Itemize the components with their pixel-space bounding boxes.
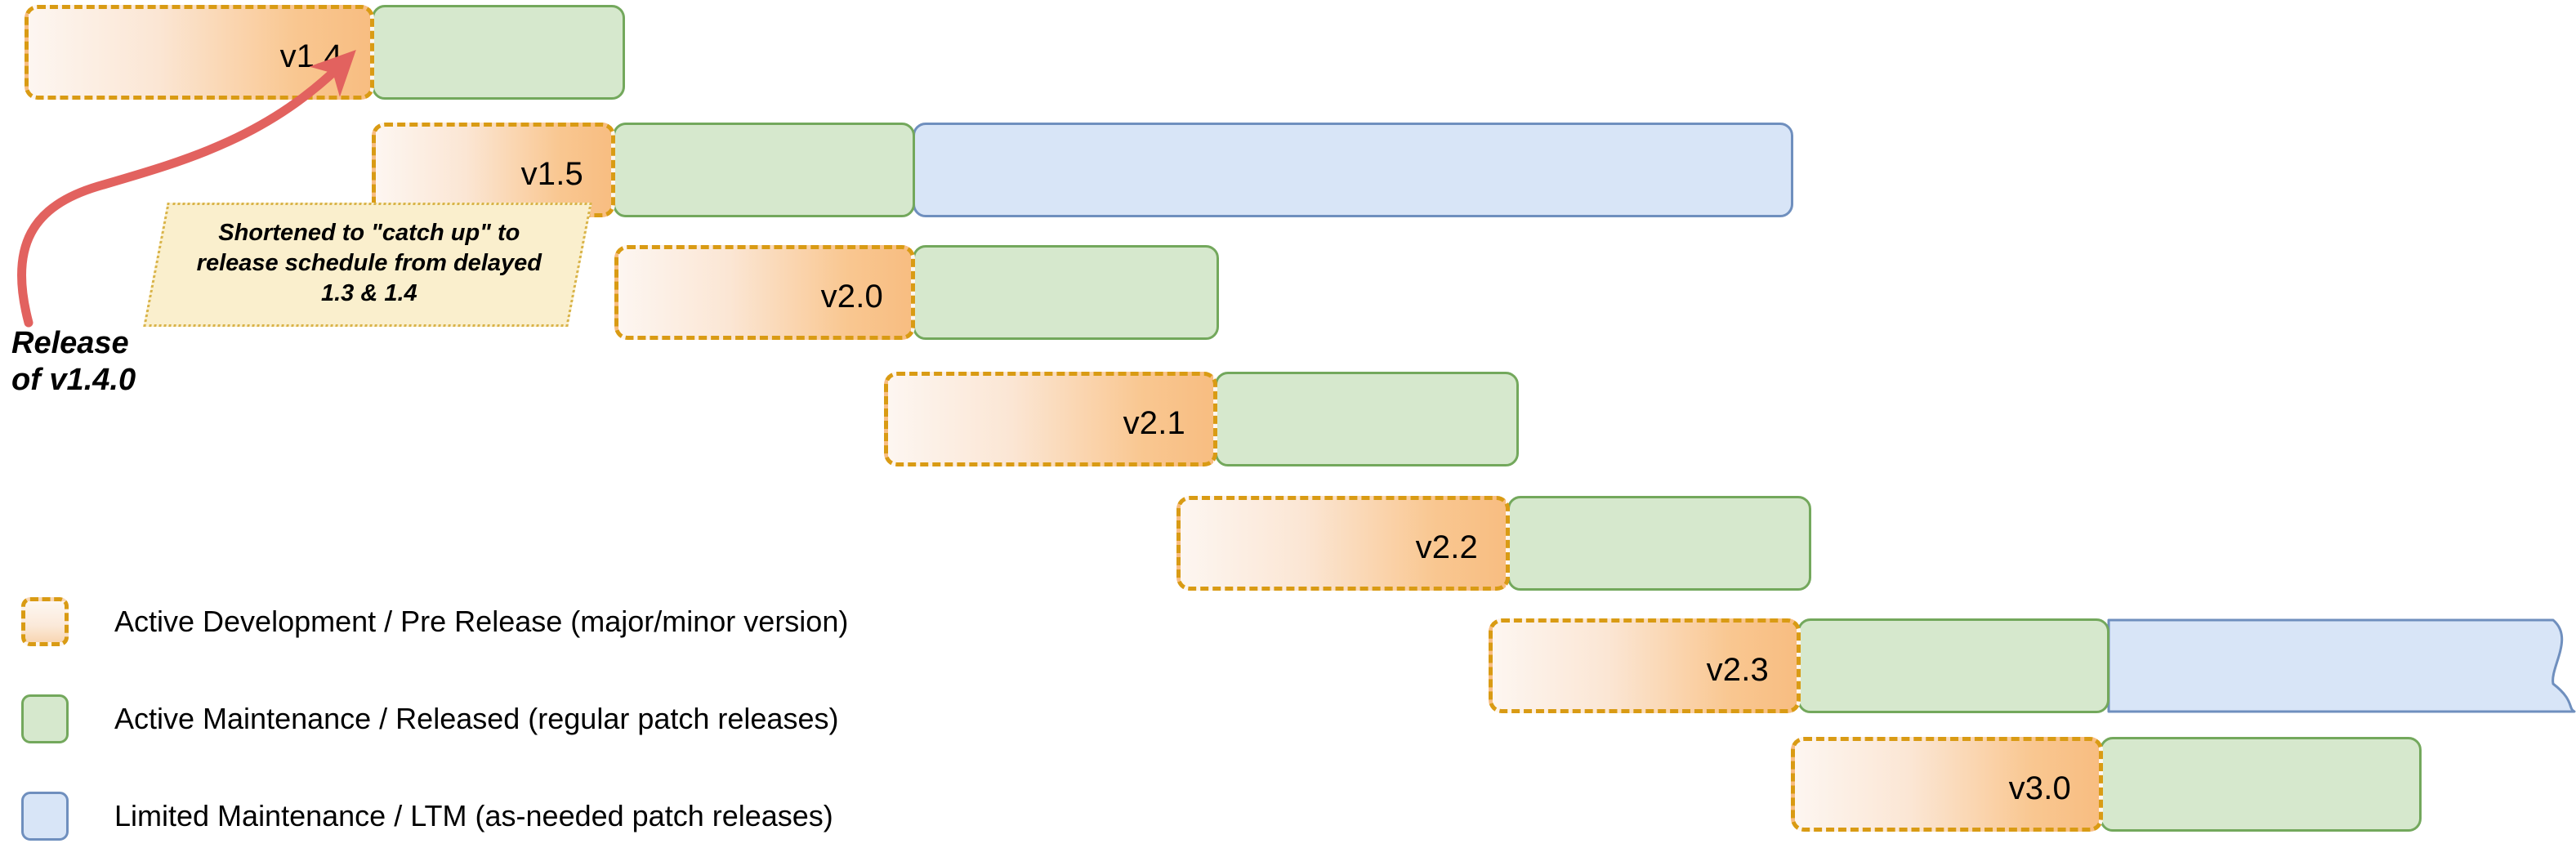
timeline-row-v1-4: v1.4	[0, 5, 2576, 100]
legend: Active Development / Pre Release (major/…	[21, 590, 848, 848]
version-label: v2.1	[1123, 405, 1185, 441]
maintenance-segment	[913, 245, 1219, 340]
development-segment: v2.2	[1176, 496, 1510, 591]
version-label: v3.0	[2008, 770, 2071, 806]
timeline-row-v2-2: v2.2	[0, 496, 2576, 591]
maintenance-segment	[613, 123, 915, 217]
development-segment: v3.0	[1791, 737, 2103, 832]
development-segment: v1.4	[25, 5, 374, 100]
timeline-row-v3-0: v3.0	[0, 737, 2576, 832]
callout-note-text: Shortened to "catch up" to release sched…	[196, 220, 542, 307]
timeline-row-v1-5: v1.5	[0, 123, 2576, 217]
maintenance-segment	[1215, 372, 1519, 466]
legend-item-ltm: Limited Maintenance / LTM (as-needed pat…	[21, 784, 848, 848]
maintenance-segment	[1507, 496, 1811, 591]
ltm-segment	[913, 123, 1793, 217]
maintenance-segment	[372, 5, 625, 100]
version-label: v1.4	[279, 38, 342, 74]
timeline-row-v2-3: v2.3	[0, 618, 2576, 713]
ltm-swatch	[21, 792, 69, 841]
maintenance-segment	[2100, 737, 2422, 832]
dev-swatch	[21, 597, 69, 646]
development-segment: v2.0	[614, 245, 915, 340]
legend-label: Active Maintenance / Released (regular p…	[114, 702, 839, 735]
version-label: v2.0	[820, 279, 883, 315]
development-segment: v2.1	[884, 372, 1217, 466]
callout-note: Shortened to "catch up" to release sched…	[143, 203, 592, 327]
release-annotation-label: Release of v1.4.0	[11, 326, 136, 397]
legend-label: Limited Maintenance / LTM (as-needed pat…	[114, 799, 833, 832]
legend-item-dev: Active Development / Pre Release (major/…	[21, 590, 848, 654]
ltm-segment-continuing	[2107, 618, 2576, 713]
version-label: v2.3	[1706, 652, 1769, 688]
timeline-row-v2-0: v2.0	[0, 245, 2576, 340]
legend-label: Active Development / Pre Release (major/…	[114, 605, 849, 638]
development-segment: v2.3	[1489, 618, 1801, 713]
version-label: v2.2	[1415, 529, 1478, 565]
timeline-row-v2-1: v2.1	[0, 372, 2576, 466]
version-label: v1.5	[520, 156, 583, 192]
maintenance-segment	[1797, 618, 2109, 713]
legend-item-maint: Active Maintenance / Released (regular p…	[21, 687, 848, 751]
maint-swatch	[21, 694, 69, 743]
